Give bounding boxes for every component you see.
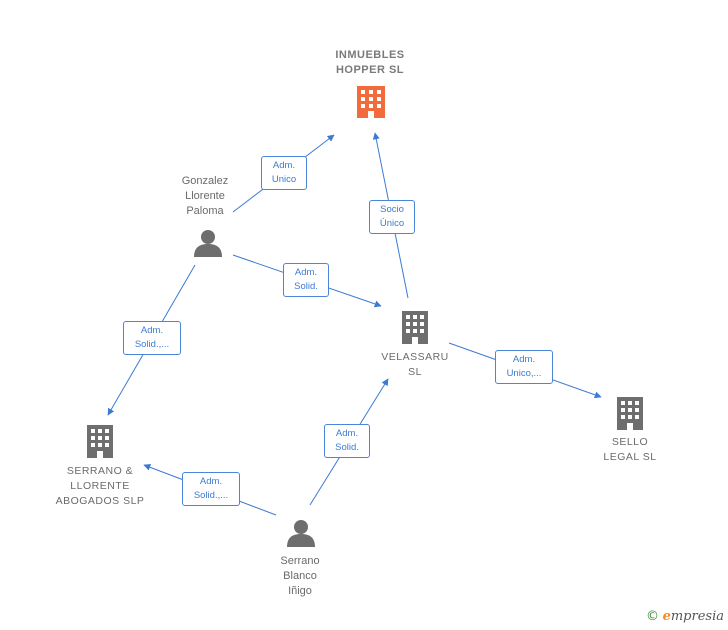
node-label-inmuebles-hopper[interactable]: INMUEBLES HOPPER SL (335, 49, 405, 76)
edge-label-adm-unico: Adm. Unico (261, 156, 307, 190)
empresia-logo: © empresia (646, 608, 724, 624)
edge-label-adm-solid: Adm. Solid. (283, 263, 329, 297)
brand-name: mpresia (670, 609, 724, 624)
building-icon (402, 311, 428, 344)
node-label-sello-legal[interactable]: SELLO LEGAL SL (603, 436, 657, 463)
building-icon (87, 425, 113, 458)
edge-label-adm-solid-etc: Adm. Solid.,... (123, 321, 181, 355)
node-label-serrano-blanco-inigo[interactable]: Serrano Blanco Iñigo (280, 555, 320, 597)
person-icon (287, 520, 315, 547)
edge-label-adm-solid: Adm. Solid. (324, 424, 370, 458)
node-label-serrano-llorente-abogados[interactable]: SERRANO & LLORENTE ABOGADOS SLP (55, 465, 145, 507)
edge-label-socio-unico: Socio Único (369, 200, 415, 234)
node-label-velassaru[interactable]: VELASSARU SL (381, 351, 449, 378)
edge-label-adm-solid-etc: Adm. Solid.,... (182, 472, 240, 506)
node-label-gonzalez-llorente-paloma[interactable]: Gonzalez Llorente Paloma (181, 175, 229, 217)
person-icon (194, 230, 222, 257)
edge-label-adm-unico-etc: Adm. Unico,... (495, 350, 553, 384)
building-icon (357, 86, 385, 118)
building-icon (617, 397, 643, 430)
brand-mark: e (662, 609, 671, 624)
copyright-icon: © (645, 609, 659, 624)
